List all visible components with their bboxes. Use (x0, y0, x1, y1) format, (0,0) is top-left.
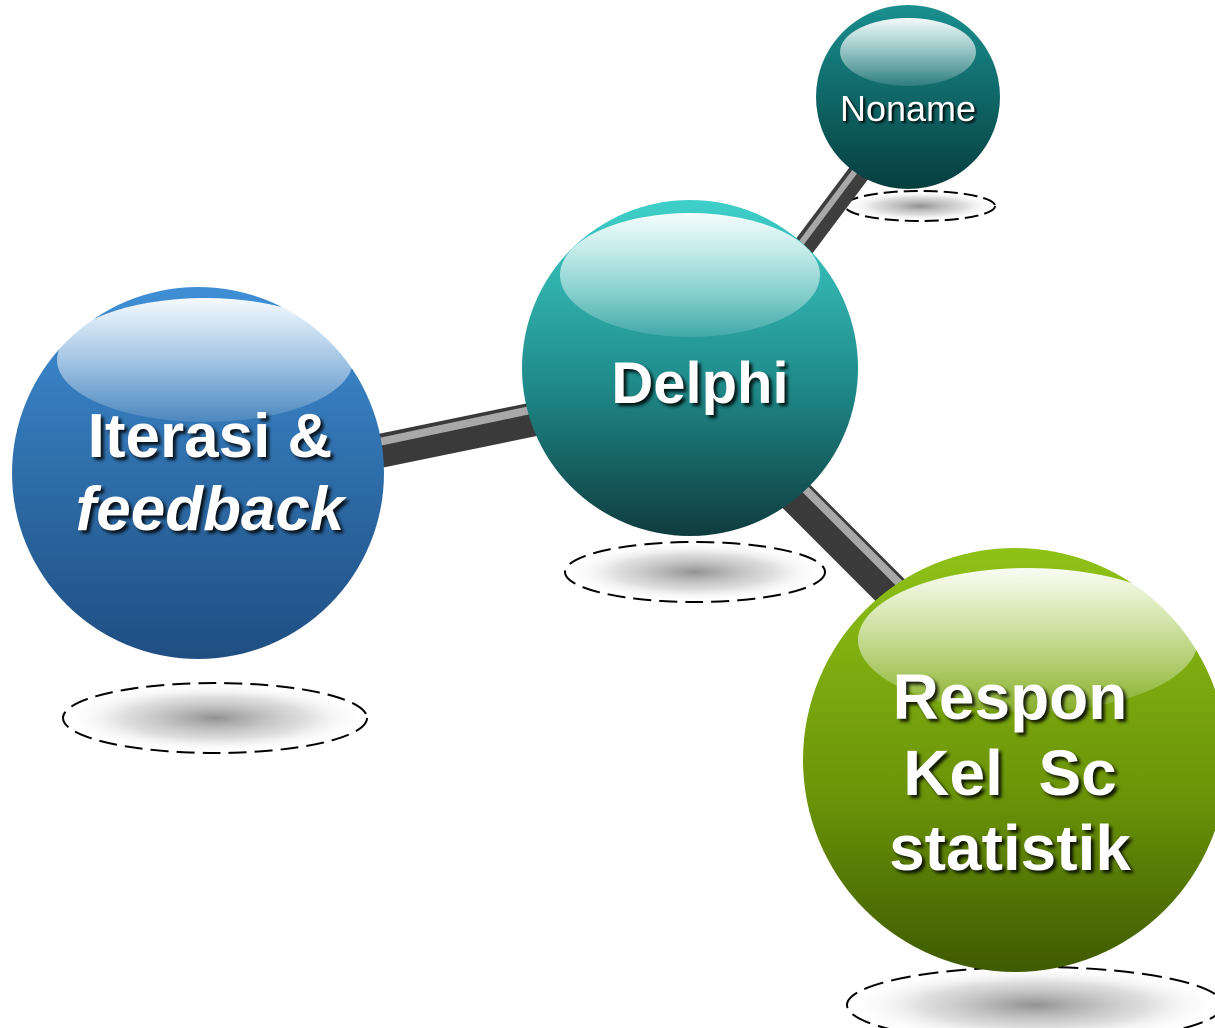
rod-delphi-respon (772, 472, 923, 623)
shadow-respon (846, 966, 1215, 1028)
floor-shadows (62, 190, 1215, 1028)
node-delphi (522, 200, 858, 536)
respon-label-line3: statistik (889, 812, 1131, 885)
respon-label-line1: Respon (892, 661, 1128, 733)
rod-iterasi-delphi (343, 401, 557, 472)
iterasi-label: Iterasi & feedback (20, 400, 400, 546)
iterasi-label-line2: feedback (75, 475, 345, 545)
delphi-label: Delphi (540, 350, 860, 418)
node-noname (816, 5, 1000, 189)
respon-label: Respon Kel Sc statistik (800, 660, 1215, 887)
shadow-delphi (564, 541, 826, 603)
node-iterasi (12, 287, 384, 659)
rod-delphi-respon-highlight (794, 478, 917, 601)
delphi-label-text: Delphi (611, 351, 789, 416)
noname-label: Noname (818, 88, 998, 130)
iterasi-label-line1: Iterasi & (87, 402, 333, 471)
rod-iterasi-delphi-highlight (356, 404, 544, 450)
noname-label-text: Noname (839, 88, 977, 129)
shadow-iterasi (62, 682, 368, 754)
respon-label-line2: Kel Sc (903, 736, 1117, 809)
shadow-noname (844, 190, 996, 222)
node-respon (803, 548, 1215, 972)
